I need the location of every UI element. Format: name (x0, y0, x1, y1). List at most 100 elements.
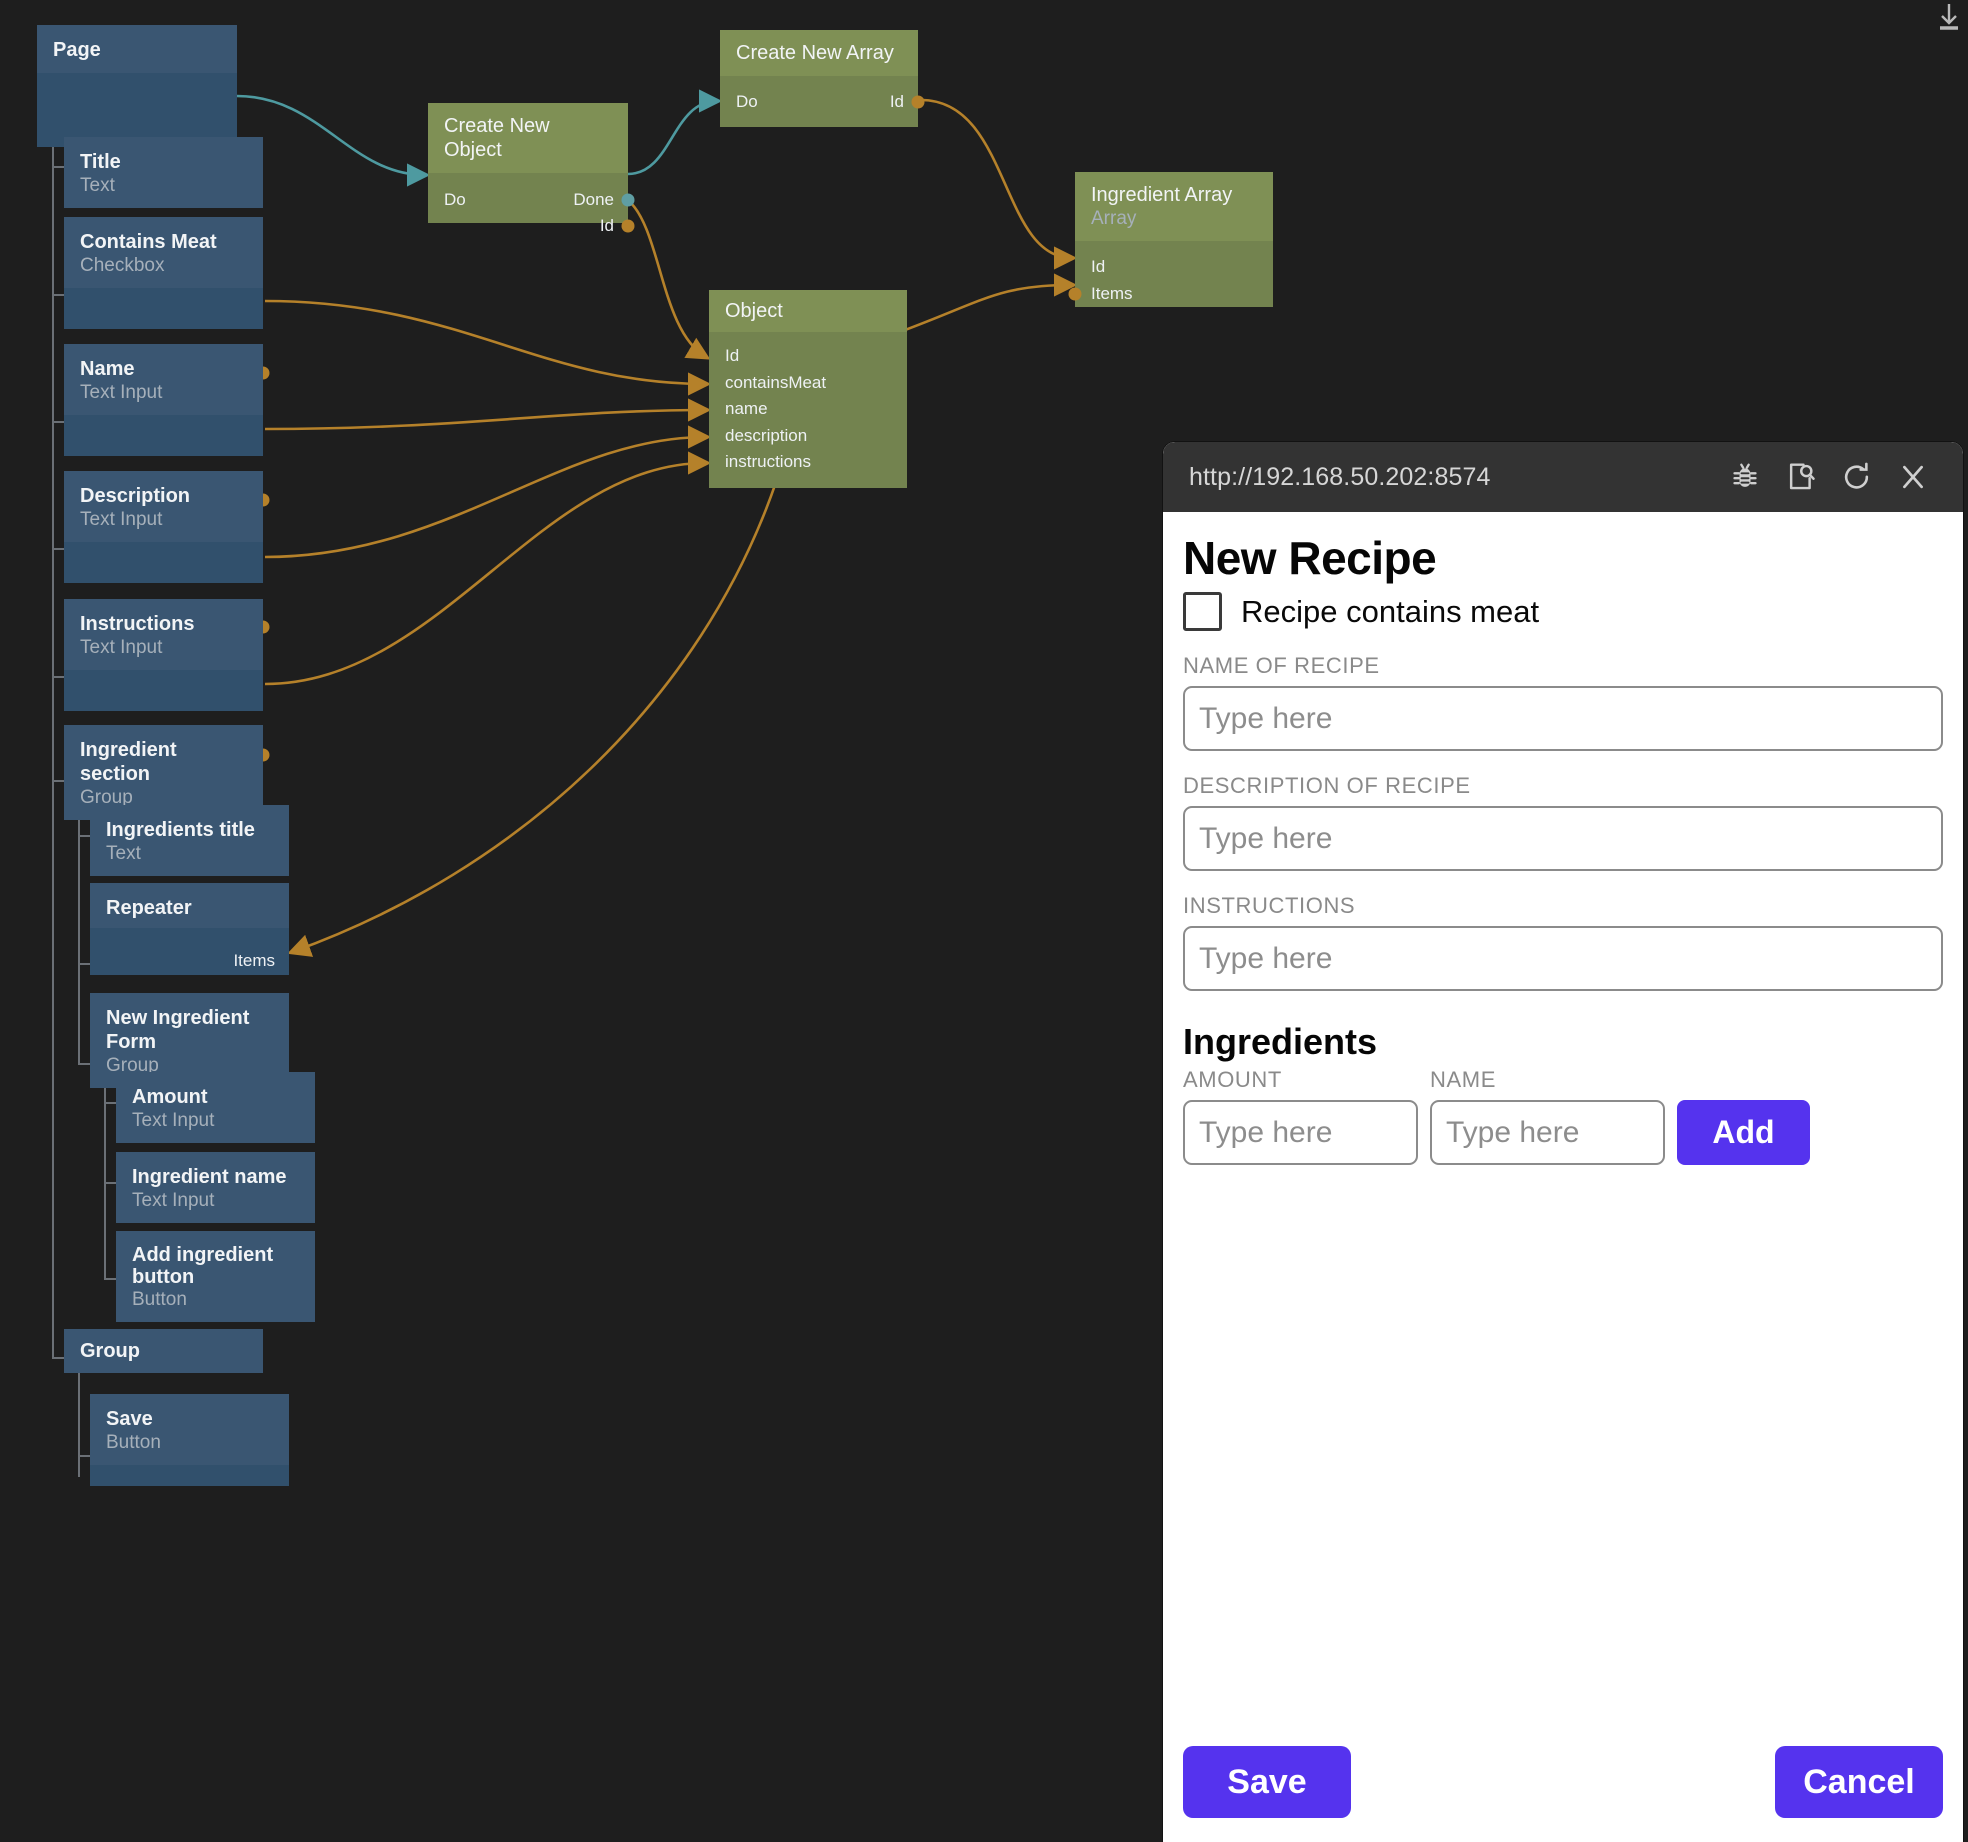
port-items[interactable]: Items (233, 951, 275, 970)
preview-window: http://192.168.50.202:8574 (1163, 442, 1963, 1842)
node-header: Add ingredient button Button (116, 1231, 315, 1322)
url-display[interactable]: http://192.168.50.202:8574 (1189, 462, 1491, 491)
description-of-recipe-label: DESCRIPTION OF RECIPE (1183, 773, 1471, 798)
name-of-recipe-input[interactable]: Type here (1183, 686, 1943, 751)
description-of-recipe-input[interactable]: Type here (1183, 806, 1943, 871)
node-body: Id Items (1068, 241, 1273, 307)
port-items[interactable]: Items (1091, 284, 1133, 303)
graph-node-object[interactable]: Object Id containsMeat name description … (709, 290, 907, 488)
graph-node-amount[interactable]: Amount Text Input (116, 1072, 315, 1143)
node-subtitle: Group (106, 1055, 159, 1076)
graph-node-contains-meat[interactable]: Contains Meat Checkbox Checked (64, 217, 270, 382)
graph-node-description[interactable]: Description Text Input Text (64, 471, 270, 636)
node-title: Group (80, 1340, 140, 1362)
node-subtitle: Text Input (132, 1190, 215, 1211)
port-id[interactable]: Id (1091, 257, 1106, 276)
node-title: Title (80, 151, 121, 173)
node-subtitle: Button (132, 1289, 187, 1310)
tree-guide (78, 1063, 90, 1065)
node-title: Create New Object (444, 115, 550, 161)
graph-node-ingredient-section[interactable]: Ingredient section Group (64, 725, 263, 820)
port-id[interactable]: Id (599, 216, 614, 235)
close-icon[interactable] (1885, 455, 1941, 499)
ingredient-name-input[interactable]: Type here (1430, 1100, 1665, 1165)
graph-node-ingredient-name[interactable]: Ingredient name Text Input (116, 1152, 315, 1223)
preview-toolbar: http://192.168.50.202:8574 (1163, 442, 1963, 512)
graph-node-title[interactable]: Title Text (64, 137, 263, 208)
graph-node-ingredient-array[interactable]: Ingredient Array Array Id Items (1068, 172, 1273, 307)
node-title: Amount (132, 1086, 208, 1108)
graph-node-save[interactable]: Save Button (90, 1394, 289, 1486)
ingredient-name-label: NAME (1430, 1067, 1496, 1092)
node-body: Text (64, 670, 270, 764)
node-title: Object (725, 300, 783, 322)
graph-node-ingredients-title[interactable]: Ingredients title Text (90, 805, 289, 876)
save-button[interactable]: Save (1183, 1746, 1351, 1818)
tree-guide (78, 790, 80, 1065)
node-title: Contains Meat (80, 231, 217, 253)
bug-icon[interactable] (1717, 455, 1773, 499)
graph-node-add-ingredient-button[interactable]: Add ingredient button Button (116, 1231, 315, 1322)
port-id[interactable]: Id (725, 346, 740, 365)
name-of-recipe-label: NAME OF RECIPE (1183, 653, 1380, 678)
port-name[interactable]: name (725, 399, 768, 418)
tree-guide (104, 1182, 116, 1184)
amount-column: AMOUNT Type here (1183, 1063, 1418, 1165)
graph-node-repeater[interactable]: Repeater Items (90, 883, 289, 975)
cancel-button[interactable]: Cancel (1775, 1746, 1943, 1818)
tree-guide (52, 120, 54, 1358)
node-title: Ingredient name (132, 1166, 287, 1188)
preview-footer: Save Cancel (1163, 1722, 1963, 1842)
graph-node-create-new-object[interactable]: Create New Object Do Done Id (428, 103, 635, 235)
ingredient-name-column: NAME Type here (1430, 1063, 1665, 1165)
node-title: Ingredient Array (1091, 184, 1233, 206)
port-description[interactable]: description (725, 426, 808, 445)
graph-node-name[interactable]: Name Text Input Text (64, 344, 270, 509)
tree-guide (78, 835, 90, 837)
contains-meat-row[interactable]: Recipe contains meat (1183, 592, 1943, 631)
amount-input[interactable]: Type here (1183, 1100, 1418, 1165)
node-header: Page (37, 25, 237, 73)
page-title: New Recipe (1183, 532, 1437, 584)
port-id[interactable]: Id (889, 92, 904, 111)
graph-node-instructions[interactable]: Instructions Text Input Text (64, 599, 270, 764)
node-title: Add ingredient button (132, 1244, 274, 1288)
amount-label: AMOUNT (1183, 1067, 1282, 1092)
node-body: Id containsMeat name description instruc… (709, 332, 907, 488)
node-subtitle: Array (1091, 208, 1137, 229)
port-contains-meat[interactable]: containsMeat (725, 373, 827, 392)
contains-meat-checkbox[interactable] (1183, 592, 1222, 631)
port-do[interactable]: Do (736, 92, 758, 111)
node-header: Contains Meat Checkbox (64, 217, 263, 288)
add-ingredient-button[interactable]: Add (1677, 1100, 1810, 1165)
tree-guide (52, 421, 64, 423)
node-title: Page (53, 39, 101, 61)
node-subtitle: Text Input (80, 637, 163, 658)
graph-node-page[interactable]: Page Did Mount (37, 25, 244, 153)
tree-guide (52, 294, 64, 296)
node-body: Items (90, 928, 289, 975)
graph-node-create-new-array[interactable]: Create New Array Do Id (720, 30, 925, 127)
node-header: Name Text Input (64, 344, 263, 415)
port-done[interactable]: Done (573, 190, 614, 209)
node-subtitle: Group (80, 787, 133, 808)
node-title: Ingredients title (106, 819, 255, 841)
graph-node-group[interactable]: Group (64, 1329, 263, 1373)
ingredients-heading: Ingredients (1183, 1021, 1378, 1062)
graph-node-new-ingredient-form[interactable]: New Ingredient Form Group (90, 993, 289, 1088)
node-subtitle: Button (106, 1432, 161, 1453)
node-subtitle: Text Input (132, 1110, 215, 1131)
inspect-page-icon[interactable] (1773, 455, 1829, 499)
port-do[interactable]: Do (444, 190, 466, 209)
node-title: Save (106, 1408, 153, 1430)
tree-guide (78, 1372, 80, 1477)
download-icon[interactable] (1936, 2, 1962, 37)
reload-icon[interactable] (1829, 455, 1885, 499)
port-instructions[interactable]: instructions (725, 452, 811, 471)
tree-guide (78, 963, 90, 965)
instructions-input[interactable]: Type here (1183, 926, 1943, 991)
node-body: Text (64, 542, 270, 636)
node-header: Amount Text Input (116, 1072, 315, 1143)
